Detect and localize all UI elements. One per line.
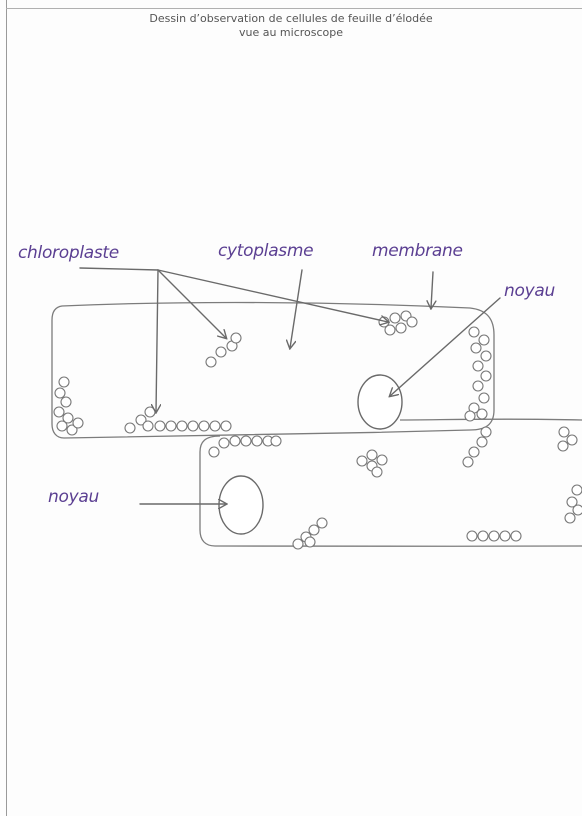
nucleus-top [358,375,402,429]
chloroplast-cluster-edge-right [558,427,582,523]
chloroplast-cluster-left [54,377,83,435]
arrow-chloroplast-to-top-right [158,270,388,322]
chloroplast-cluster-bottom-left [293,518,327,549]
arrow-cytoplasme [290,270,302,348]
chloroplast-cluster-center [206,333,241,367]
label-chloroplaste: chloroplaste [18,243,119,263]
label-membrane: membrane [372,241,463,261]
arrow-membrane [431,272,433,308]
chloroplast-cluster-top-right [379,311,417,335]
label-cytoplasme: cytoplasme [218,241,313,261]
chloroplast-cluster-middle [357,450,387,477]
label-noyau-top: noyau [504,281,555,301]
chloroplast-cluster-right-cell2 [463,427,491,467]
chloroplast-row-bottom-cell1 [125,407,231,433]
nucleus-bottom [219,476,263,534]
arrow-chloroplast-horizontal [80,268,158,270]
arrow-chloroplast-to-center [158,270,226,338]
label-noyau-bottom: noyau [48,487,99,507]
chloroplast-column-right [465,327,491,421]
arrow-chloroplast-to-bottom [156,270,158,412]
chloroplast-row-bottom-cell2 [467,531,521,541]
chloroplast-row-top-cell2 [209,436,281,457]
cell-1-outline [52,303,494,439]
